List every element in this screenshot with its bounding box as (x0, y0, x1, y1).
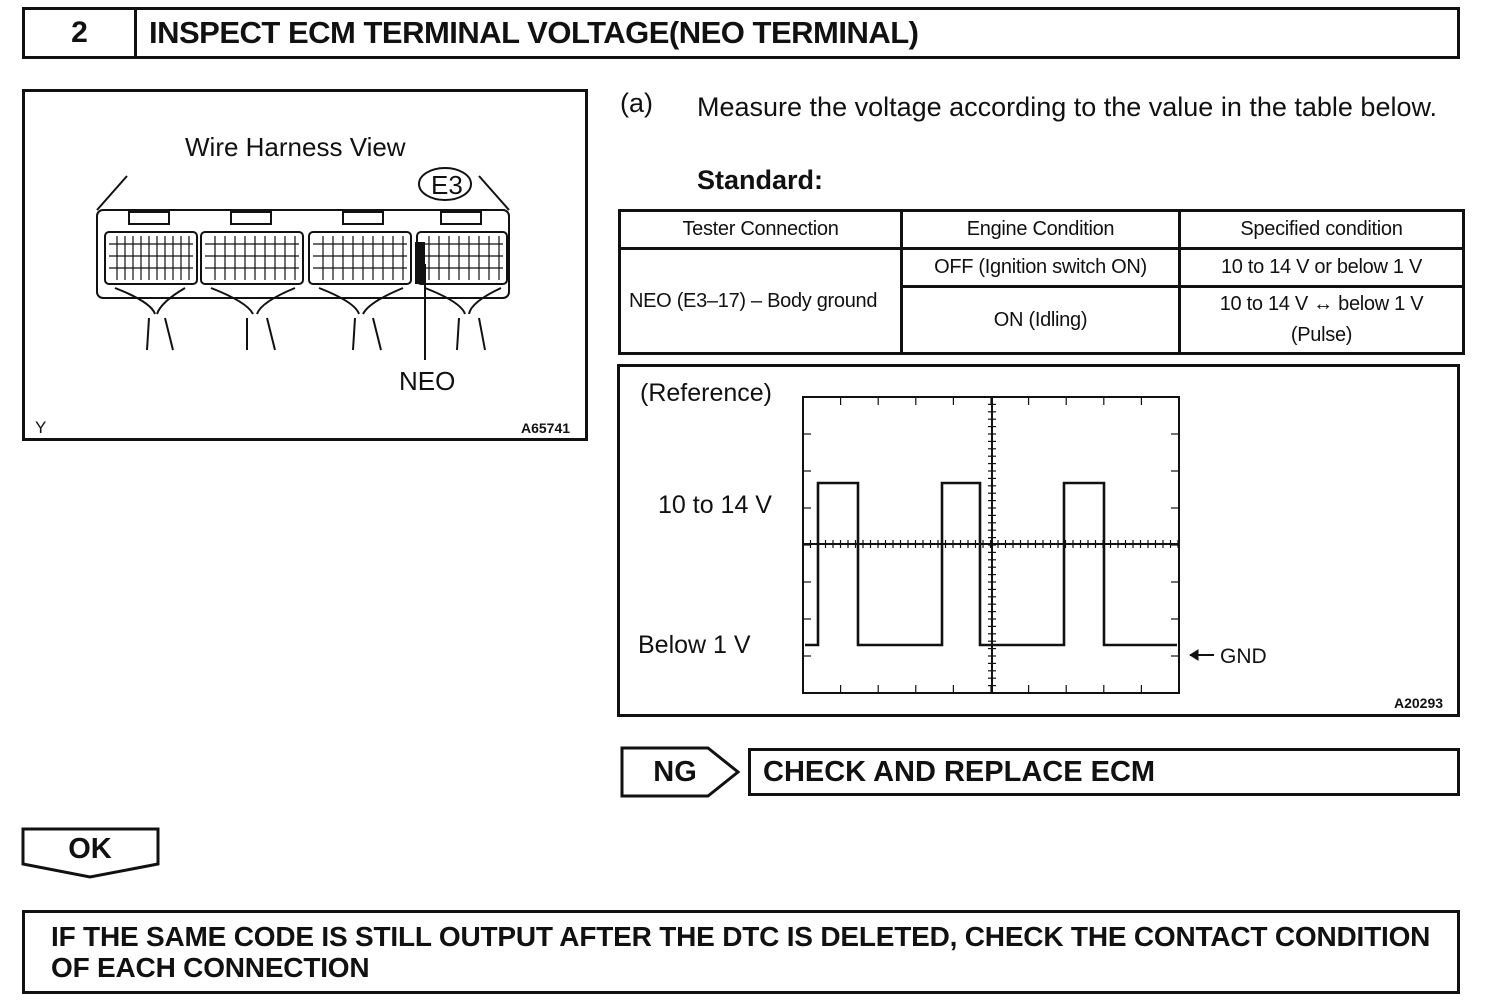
table-header: Engine Condition (900, 208, 1181, 251)
table-row: NEO (E3–17) – Body ground OFF (Ignition … (618, 247, 1465, 355)
waveform-high-label: 10 to 14 V (658, 491, 772, 519)
connector-id-label: E3 (431, 170, 463, 200)
ng-result-action: CHECK AND REPLACE ECM (748, 748, 1460, 796)
table-cell-tester-connection: NEO (E3–17) – Body ground (618, 247, 903, 355)
table-cell-specified: 10 to 14 V or below 1 V (1178, 247, 1465, 289)
specified-note: (Pulse) (1290, 324, 1353, 347)
final-instruction-box: IF THE SAME CODE IS STILL OUTPUT AFTER T… (22, 910, 1460, 994)
waveform-gnd-label: GND (1220, 645, 1267, 668)
figure-corner-code: Y (35, 418, 47, 437)
ng-arrow-shape (620, 746, 741, 798)
table-cell-engine-condition: OFF (Ignition switch ON) (900, 247, 1181, 289)
connector-diagram (96, 167, 510, 360)
step-number: 2 (25, 10, 137, 56)
step-title: INSPECT ECM TERMINAL VOLTAGE(NEO TERMINA… (149, 15, 919, 50)
table-header: Specified condition (1178, 208, 1465, 251)
waveform-figure: (Reference) 10 to 14 V Below 1 V GND A20… (617, 364, 1460, 717)
neo-terminal-label: NEO (399, 366, 456, 396)
table-header-row: Tester Connection Engine Condition Speci… (618, 208, 1465, 251)
ng-label: NG (653, 755, 697, 788)
table-cell-engine-condition: ON (Idling) (900, 285, 1181, 355)
step-header: 2 INSPECT ECM TERMINAL VOLTAGE(NEO TERMI… (22, 7, 1460, 59)
figure-id: A65741 (521, 420, 571, 436)
waveform-low-label: Below 1 V (638, 631, 751, 659)
table-cell-specified: 10 to 14 V ↔ below 1 V (Pulse) (1178, 285, 1465, 355)
waveform-plot (802, 396, 1214, 694)
table-row: ON (Idling) 10 to 14 V ↔ below 1 V (Puls… (620, 285, 1465, 355)
waveform-reference-label: (Reference) (640, 379, 772, 407)
instruction-text: Measure the voltage according to the val… (697, 92, 1437, 122)
table-header: Tester Connection (618, 208, 903, 251)
spec-table: Tester Connection Engine Condition Speci… (618, 208, 1465, 355)
standard-label: Standard: (697, 165, 824, 195)
specified-value: 10 to 14 V ↔ below 1 V (1219, 293, 1424, 316)
ok-arrow-shape (21, 827, 160, 879)
ok-label: OK (68, 832, 112, 865)
instruction-marker: (a) (620, 88, 653, 118)
wire-harness-view-label: Wire Harness View (185, 132, 406, 162)
connector-figure: Wire Harness View E3 NEO Y A65741 (22, 89, 588, 441)
waveform-figure-id: A20293 (1394, 695, 1444, 711)
